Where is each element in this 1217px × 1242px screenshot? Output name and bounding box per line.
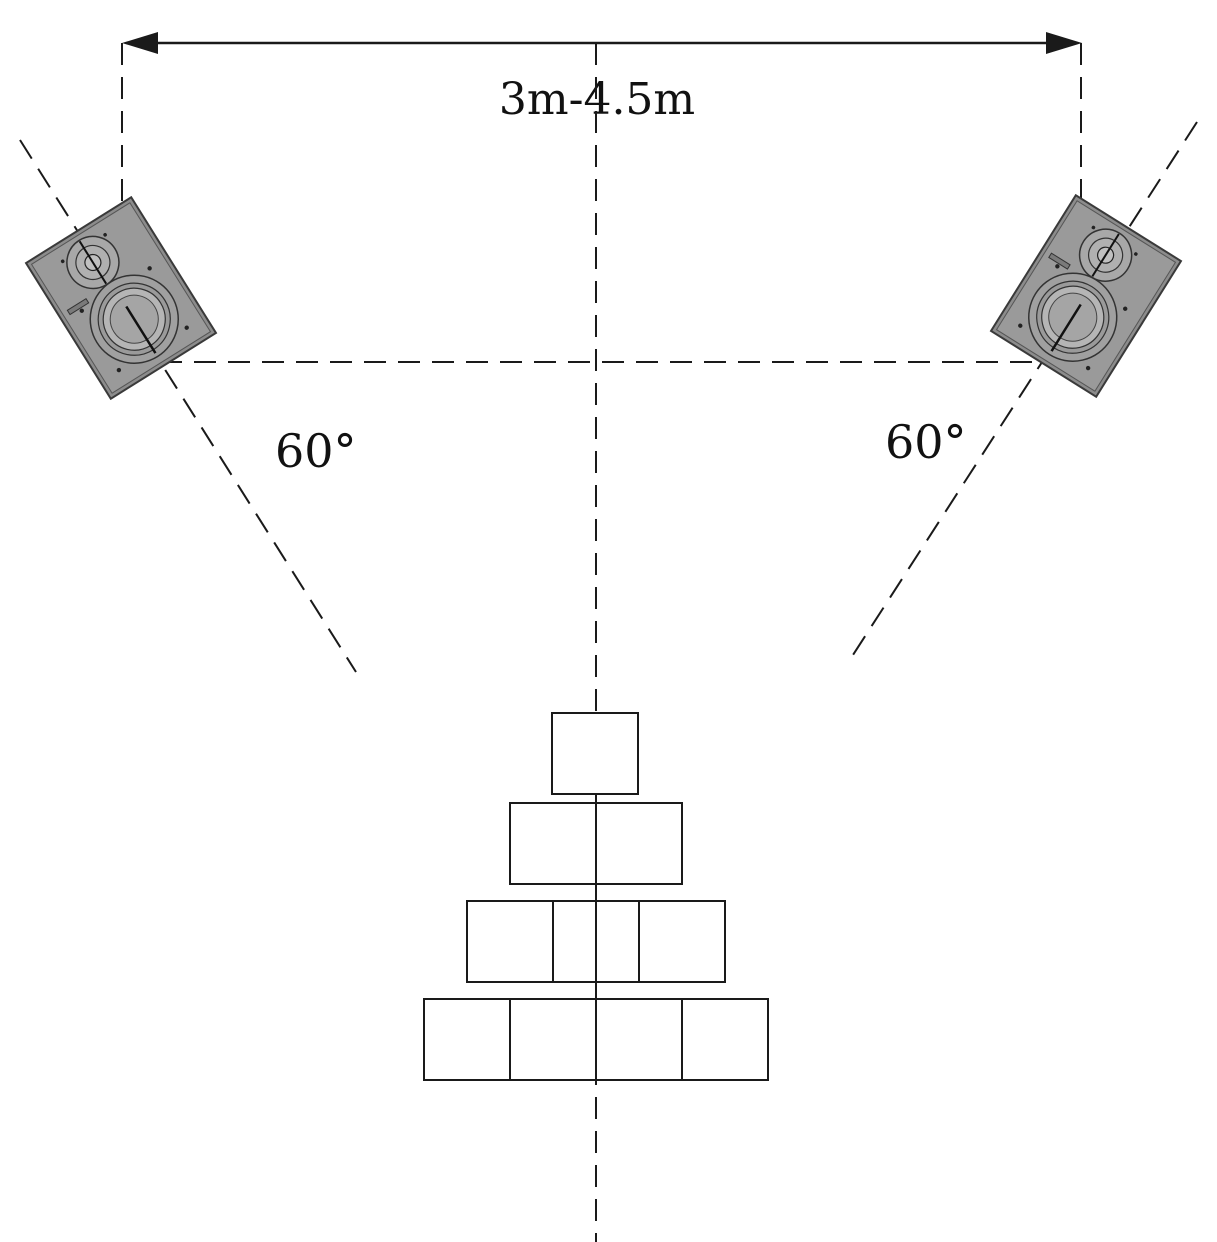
dimension-arrow-left-icon — [122, 32, 158, 54]
dimension-arrow-right-icon — [1046, 32, 1082, 54]
right-tweeter-axis — [1091, 233, 1120, 277]
seat-row-1-seat-1 — [551, 712, 639, 795]
studio-monitor-speaker-icon — [25, 196, 217, 400]
left-woofer-axis — [125, 305, 157, 354]
left-speaker — [25, 196, 217, 400]
right-angle-label: 60° — [885, 415, 967, 469]
seat-row-2-seat-2 — [595, 802, 683, 885]
seat-row-2-seat-1 — [509, 802, 597, 885]
right-speaker — [990, 194, 1182, 398]
seat-row-3-seat-1 — [466, 900, 554, 983]
seat-row-3-seat-3 — [638, 900, 726, 983]
left-tweeter-axis — [78, 240, 108, 285]
listener-seating-area — [423, 712, 769, 1081]
right-speaker-axis — [850, 121, 1198, 659]
dimension-indicator: 3m-4.5m — [121, 32, 1082, 210]
right-woofer-axis — [1050, 303, 1082, 352]
studio-monitor-speaker-icon — [990, 194, 1182, 398]
left-speaker-axis — [19, 139, 357, 673]
seat-row-4-seat-3 — [595, 998, 683, 1081]
seat-row-4-seat-1 — [423, 998, 511, 1081]
left-angle-label: 60° — [275, 424, 357, 478]
seat-row-4-seat-2 — [509, 998, 597, 1081]
seat-row-4-seat-4 — [681, 998, 769, 1081]
